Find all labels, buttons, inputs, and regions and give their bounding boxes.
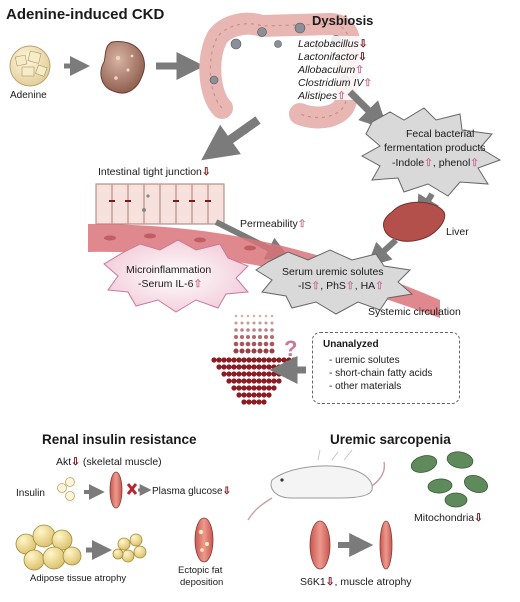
mitochondria-text: Mitochondria [414, 512, 475, 524]
muscle-cell-icon [109, 471, 123, 509]
plasma-glucose-text: Plasma glucose [152, 486, 223, 497]
down-arrow-icon: ⇩ [325, 576, 335, 588]
tight-junction-label: Intestinal tight junction⇩ [98, 166, 211, 178]
up-arrow-icon: ⇧ [311, 280, 321, 292]
unanalyzed-item: - other materials [329, 381, 402, 392]
ectopic-line1: Ectopic fat [178, 565, 223, 576]
kidney-icon [100, 41, 145, 94]
bacteria-list [292, 36, 376, 100]
permeability-text: Permeability [240, 218, 298, 230]
phs-label: , PhS [320, 280, 346, 292]
down-arrow-icon: ⇩ [358, 51, 367, 63]
bacteria-name: Alistipes [298, 90, 338, 102]
up-arrow-icon: ⇧ [297, 218, 307, 230]
mitochondria-icon [410, 451, 489, 508]
up-arrow-icon: ⇧ [363, 77, 373, 89]
epithelium-icon [95, 183, 225, 225]
fermentation-line1: Fecal bacterial [406, 128, 475, 140]
bacteria-item: Clostridium IV⇧ [298, 77, 372, 90]
liver-icon [383, 201, 446, 242]
renal-panel-title: Renal insulin resistance [42, 432, 197, 447]
down-arrow-icon: ⇩ [474, 512, 483, 524]
microinflammation-burst [103, 239, 250, 313]
bacteria-item: Lactobacillus⇩ [298, 38, 372, 51]
atrophy-text: , muscle atrophy [334, 576, 412, 588]
up-arrow-icon: ⇧ [337, 90, 346, 102]
up-arrow-icon: ⇧ [345, 280, 355, 292]
dotted-down-arrow [211, 314, 297, 405]
bacteria-name: Allobaculum [298, 64, 356, 76]
tight-junction-text: Intestinal tight junction [98, 166, 202, 178]
bacteria-name: Clostridium IV [298, 77, 364, 89]
unanalyzed-title: Unanalyzed [323, 339, 379, 350]
mitochondria-label: Mitochondria⇩ [414, 512, 483, 524]
up-arrow-icon: ⇧ [193, 278, 203, 290]
down-arrow-icon: ⇩ [71, 456, 80, 468]
atrophied-adipose-icon [112, 533, 147, 563]
dysbiosis-title: Dysbiosis [312, 13, 374, 28]
unanalyzed-item: - short-chain fatty acids [329, 368, 433, 379]
fermentation-burst [360, 107, 502, 197]
microinflammation-line2: -Serum IL-6⇧ [138, 278, 202, 290]
arrow-gut-to-fermentation [347, 89, 388, 130]
mouse-icon [247, 449, 386, 521]
muscle-atrophy-icon [309, 520, 393, 570]
akt-label: Akt⇩ (skeletal muscle) [56, 456, 162, 468]
adipose-tissue-icon [15, 524, 82, 571]
ectopic-line2: deposition [180, 577, 224, 588]
bacteria-name: Lactobacillus [298, 38, 359, 50]
page-title: Adenine-induced CKD [6, 6, 165, 23]
unanalyzed-item: - uremic solutes [329, 355, 400, 366]
fermentation-line3: -Indole⇧, phenol⇧ [392, 157, 479, 169]
down-arrow-icon: ⇩ [222, 486, 231, 497]
dysbiosis-bacteria-list: Lactobacillus⇩Lactonifactor⇩Allobaculum⇧… [298, 38, 372, 103]
blocked-x-icon [126, 483, 138, 495]
up-arrow-icon: ⇧ [375, 280, 384, 292]
ha-label: , HA [354, 280, 376, 292]
il6-text: -Serum IL-6 [138, 278, 194, 290]
question-mark: ? [284, 336, 298, 361]
uremic-solutes-line1: Serum uremic solutes [282, 266, 384, 278]
adipose-label: Adipose tissue atrophy [30, 573, 127, 584]
up-arrow-icon: ⇧ [424, 157, 433, 169]
bacteria-item: Lactonifactor⇩ [298, 51, 372, 64]
insulin-molecules-icon [57, 477, 75, 501]
s6k1-label: S6K1⇩, muscle atrophy [300, 576, 412, 588]
adenine-label: Adenine [10, 90, 47, 101]
arrow-gut-to-tight-junction [201, 116, 261, 161]
systemic-circulation-label: Systemic circulation [368, 306, 461, 318]
indole-label: -Indole [392, 157, 425, 169]
uremic-solutes-burst [255, 249, 414, 315]
liver-label: Liver [446, 226, 469, 238]
down-arrow-icon: ⇩ [358, 38, 368, 50]
phenol-label: , phenol [432, 157, 471, 169]
bacteria-name: Lactonifactor [298, 51, 359, 63]
microinflammation-line1: Microinflammation [126, 264, 212, 276]
unanalyzed-box: Unanalyzed - uremic solutes - short-chai… [312, 332, 460, 404]
ectopic-fat-muscle-icon [194, 517, 214, 563]
permeability-label: Permeability⇧ [240, 218, 307, 230]
down-arrow-icon: ⇩ [201, 166, 211, 178]
up-arrow-icon: ⇧ [355, 64, 365, 76]
up-arrow-icon: ⇧ [470, 157, 480, 169]
akt-text: Akt [56, 456, 72, 468]
uremic-solutes-line2: -IS⇧, PhS⇧, HA⇧ [298, 280, 384, 292]
bacteria-item: Allobaculum⇧ [298, 64, 372, 77]
plasma-glucose-label: Plasma glucose⇩ [152, 486, 231, 498]
insulin-label: Insulin [16, 488, 45, 499]
akt-note: (skeletal muscle) [82, 456, 162, 468]
fermentation-line2: fermentation products [384, 142, 486, 154]
s6k1-text: S6K1 [300, 576, 326, 588]
sarcopenia-panel-title: Uremic sarcopenia [330, 432, 451, 447]
bacteria-item: Alistipes⇧ [298, 90, 372, 103]
adenine-pile-icon [9, 45, 51, 87]
is-label: -IS [298, 280, 312, 292]
